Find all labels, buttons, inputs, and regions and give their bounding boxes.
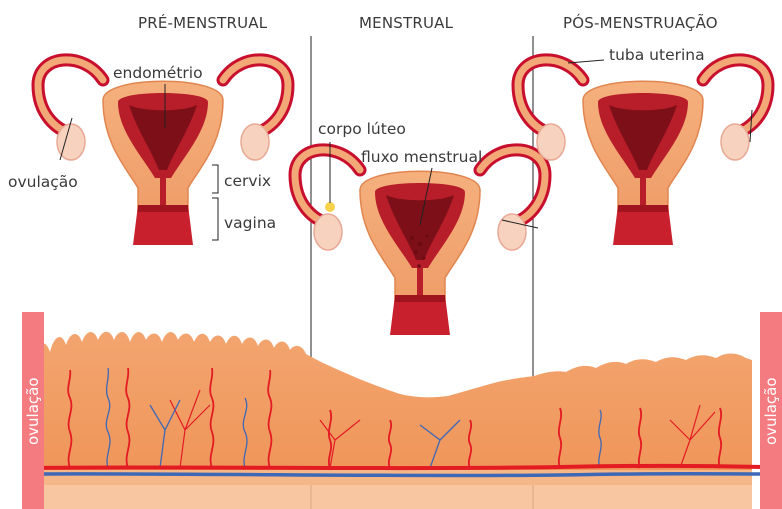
phase-title-pre-menstrual: PRÉ-MENSTRUAL — [138, 13, 268, 32]
label-ovulacao: ovulação — [8, 173, 78, 191]
label-fluxo-menstrual: fluxo menstrual — [361, 148, 482, 166]
phase-title-menstrual: MENSTRUAL — [359, 14, 454, 32]
label-endometrio: endométrio — [113, 64, 203, 82]
uterus-post-menstrual — [518, 60, 768, 245]
phase-title-post-menstrual: PÓS-MENSTRUAÇÃO — [563, 13, 718, 32]
ovulation-bar-left: ovulação — [22, 312, 44, 509]
bracket-cervix — [212, 165, 218, 193]
corpus-luteum-marker — [325, 202, 335, 212]
label-corpo-luteo: corpo lúteo — [318, 120, 406, 138]
ovulation-bar-right: ovulação — [760, 312, 782, 509]
ovulation-bar-right-label: ovulação — [762, 377, 780, 445]
label-vagina: vagina — [224, 214, 276, 232]
bracket-vagina — [212, 198, 218, 240]
label-cervix: cervix — [224, 172, 271, 190]
ovulation-bar-left-label: ovulação — [24, 377, 42, 445]
endometrium-cross-section — [30, 332, 765, 509]
label-tuba-uterina: tuba uterina — [609, 46, 705, 64]
